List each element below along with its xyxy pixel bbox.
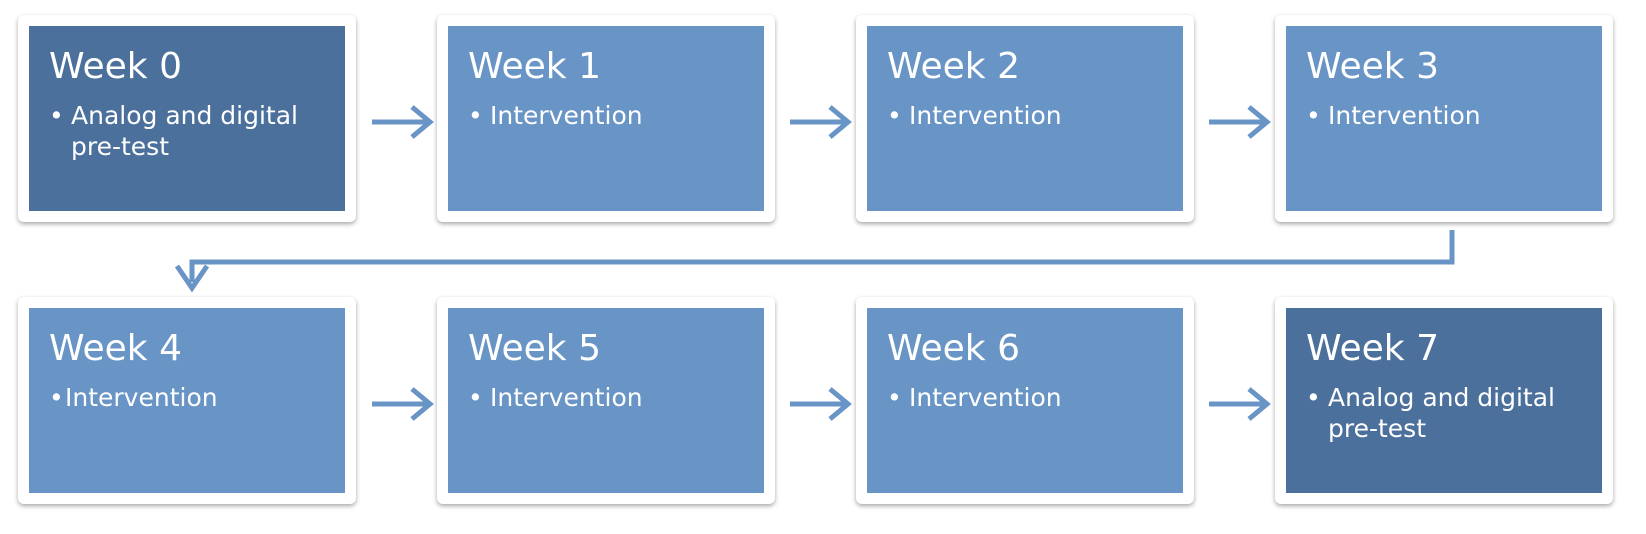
step-item: • Intervention [468,100,750,131]
step-card-week-6: Week 6 • Intervention [856,297,1194,504]
arrow-week4-to-week5 [372,387,434,421]
bullet-icon: • [887,383,902,412]
step-card-week-5: Week 5 • Intervention [437,297,775,504]
step-card-body: Week 1 • Intervention [448,26,764,211]
step-item-text: Analog and digital pre-test [1328,383,1556,443]
step-item: • Intervention [887,100,1169,131]
step-card-week-2: Week 2 • Intervention [856,15,1194,222]
arrow-week1-to-week2 [790,105,852,139]
step-item-text: Intervention [65,383,218,412]
arrow-week2-to-week3 [1209,105,1271,139]
step-title: Week 2 [887,46,1020,87]
step-item: • Intervention [887,382,1169,413]
step-card-body: Week 5 • Intervention [448,308,764,493]
step-item-list: • Intervention [887,100,1169,131]
bullet-icon: • [1306,383,1321,412]
arrow-week6-to-week7 [1209,387,1271,421]
step-card-body: Week 7 • Analog and digital pre-test [1286,308,1602,493]
step-card-body: Week 0 • Analog and digital pre-test [29,26,345,211]
bullet-icon: • [49,101,64,130]
step-card-week-3: Week 3 • Intervention [1275,15,1613,222]
step-item-list: • Intervention [1306,100,1588,131]
arrow-week0-to-week1 [372,105,434,139]
step-card-body: Week 3 • Intervention [1286,26,1602,211]
step-item: • Analog and digital pre-test [1306,382,1588,444]
step-item-text: Intervention [490,101,643,130]
step-card-week-4: Week 4 • Intervention [18,297,356,504]
step-card-body: Week 6 • Intervention [867,308,1183,493]
connector-week3-to-week4 [174,230,1455,293]
step-item: • Intervention [468,382,750,413]
bullet-icon: • [49,383,64,412]
bullet-icon: • [887,101,902,130]
bullet-icon: • [1306,101,1321,130]
step-item-list: • Intervention [887,382,1169,413]
step-card-week-7: Week 7 • Analog and digital pre-test [1275,297,1613,504]
step-item-list: • Intervention [49,382,331,413]
step-item: • Intervention [1306,100,1588,131]
step-title: Week 1 [468,46,601,87]
step-card-body: Week 4 • Intervention [29,308,345,493]
step-item-list: • Intervention [468,100,750,131]
step-title: Week 7 [1306,328,1439,369]
step-title: Week 0 [49,46,182,87]
step-title: Week 6 [887,328,1020,369]
step-item-list: • Intervention [468,382,750,413]
step-card-week-1: Week 1 • Intervention [437,15,775,222]
step-item-text: Intervention [1328,101,1481,130]
step-title: Week 5 [468,328,601,369]
bullet-icon: • [468,101,483,130]
step-item-text: Intervention [490,383,643,412]
step-item-text: Intervention [909,101,1062,130]
step-title: Week 3 [1306,46,1439,87]
step-item: • Intervention [49,382,331,413]
step-card-body: Week 2 • Intervention [867,26,1183,211]
bullet-icon: • [468,383,483,412]
step-item-text: Intervention [909,383,1062,412]
step-card-week-0: Week 0 • Analog and digital pre-test [18,15,356,222]
step-item-text: Analog and digital pre-test [71,101,299,161]
arrow-week5-to-week6 [790,387,852,421]
step-item: • Analog and digital pre-test [49,100,331,162]
step-title: Week 4 [49,328,182,369]
step-item-list: • Analog and digital pre-test [1306,382,1588,444]
step-item-list: • Analog and digital pre-test [49,100,331,162]
